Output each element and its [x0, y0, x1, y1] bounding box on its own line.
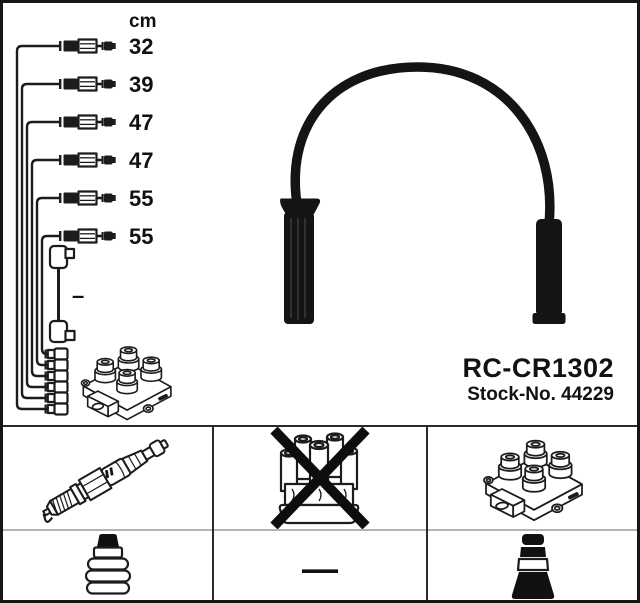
legend-grid: —: [0, 425, 640, 603]
product-identification: RC-CR1302 Stock-No. 44229: [462, 353, 614, 407]
cable-connector: [57, 76, 117, 92]
grid-line-col1: [212, 425, 214, 603]
no-length-dash: –: [72, 283, 84, 308]
ignition-coil-icon: [81, 347, 170, 420]
right-boot-foot: [532, 313, 566, 324]
ignition-coil-terminal-icon: [511, 533, 554, 599]
terminal: [43, 380, 69, 394]
cable-connector: [57, 190, 117, 206]
terminal: [43, 402, 69, 416]
cable-length-label: 39: [129, 72, 153, 97]
terminal: [43, 391, 69, 405]
coil-end-terminals: [43, 347, 69, 416]
grid-line-row-divider: [0, 529, 640, 531]
cell-distributor-cap: [214, 427, 426, 529]
dash-label: —: [302, 547, 338, 589]
cable-connector: [57, 152, 117, 168]
terminal: [43, 347, 69, 361]
short-link-cable: –: [48, 244, 84, 344]
left-boot-flange: [280, 198, 321, 214]
left-boot: [284, 212, 314, 324]
cable-length-label: 55: [129, 224, 153, 249]
cable-connectors: [57, 38, 117, 244]
cable-length-labels: 32 39 47 47 55 55: [129, 34, 153, 249]
cell-plug-terminal: [3, 531, 212, 600]
cable-length-label: 47: [129, 148, 153, 173]
spark-plug-icon: [42, 439, 169, 523]
cable-length-label: 55: [129, 186, 153, 211]
terminal: [43, 358, 69, 372]
crossed-out-mark: [270, 427, 370, 529]
product-code: RC-CR1302: [462, 353, 614, 383]
cell-dash: —: [214, 531, 426, 600]
cable-connector: [57, 114, 117, 130]
cable-connector: [57, 38, 117, 54]
grid-line-col2: [426, 425, 428, 603]
stock-number: Stock-No. 44229: [467, 384, 614, 405]
distributor-cap-icon: [270, 427, 370, 529]
spark-plug-terminal-icon: [84, 533, 131, 595]
cell-ignition-coil: [428, 427, 637, 529]
right-boot: [536, 219, 562, 316]
terminal: [43, 369, 69, 383]
cable-tree: [15, 44, 62, 411]
cell-coil-terminal: [428, 531, 637, 600]
cable-kit-diagram: cm 32: [15, 11, 566, 425]
ignition-cable-arc: [280, 62, 566, 324]
cell-spark-plug: [3, 427, 212, 529]
cable-length-label: 32: [129, 34, 153, 59]
grid-line-top: [0, 425, 640, 427]
ignition-coil-pack-icon: [428, 427, 637, 529]
cable-length-label: 47: [129, 110, 153, 135]
cable-connector: [57, 228, 117, 244]
unit-label: cm: [129, 11, 156, 32]
